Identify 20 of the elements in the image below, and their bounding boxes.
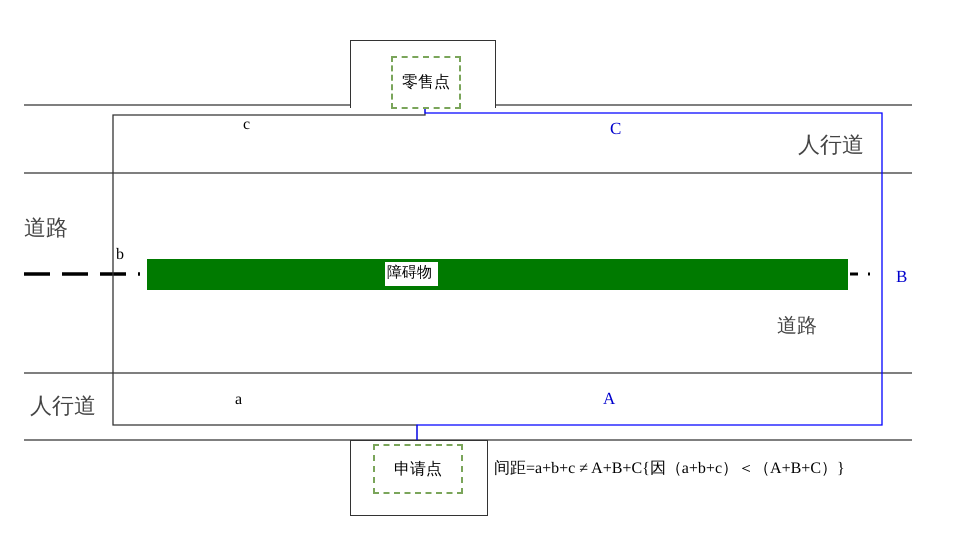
building (350, 40, 496, 108)
segment-label: A (603, 389, 616, 409)
segment-label: c (243, 116, 250, 134)
point-box (391, 56, 461, 109)
point-box (373, 444, 463, 494)
obstacle-bar (147, 259, 848, 290)
building (350, 440, 488, 516)
segment-label: B (896, 267, 908, 287)
point-label: 零售点 (402, 72, 450, 93)
area-label: 道路 (24, 215, 68, 243)
segment-label: b (116, 246, 124, 264)
formula-note: 间距=a+b+c ≠ A+B+C{因（a+b+c）＜（A+B+C）} (494, 459, 845, 479)
point-label: 申请点 (394, 458, 442, 480)
area-label: 人行道 (30, 393, 96, 421)
segment-label: a (235, 391, 242, 409)
obstacle-label: 障碍物 (385, 262, 438, 286)
segment-label: C (610, 119, 622, 139)
area-label: 人行道 (798, 132, 864, 160)
route-line (416, 107, 883, 443)
area-label: 道路 (777, 312, 817, 339)
